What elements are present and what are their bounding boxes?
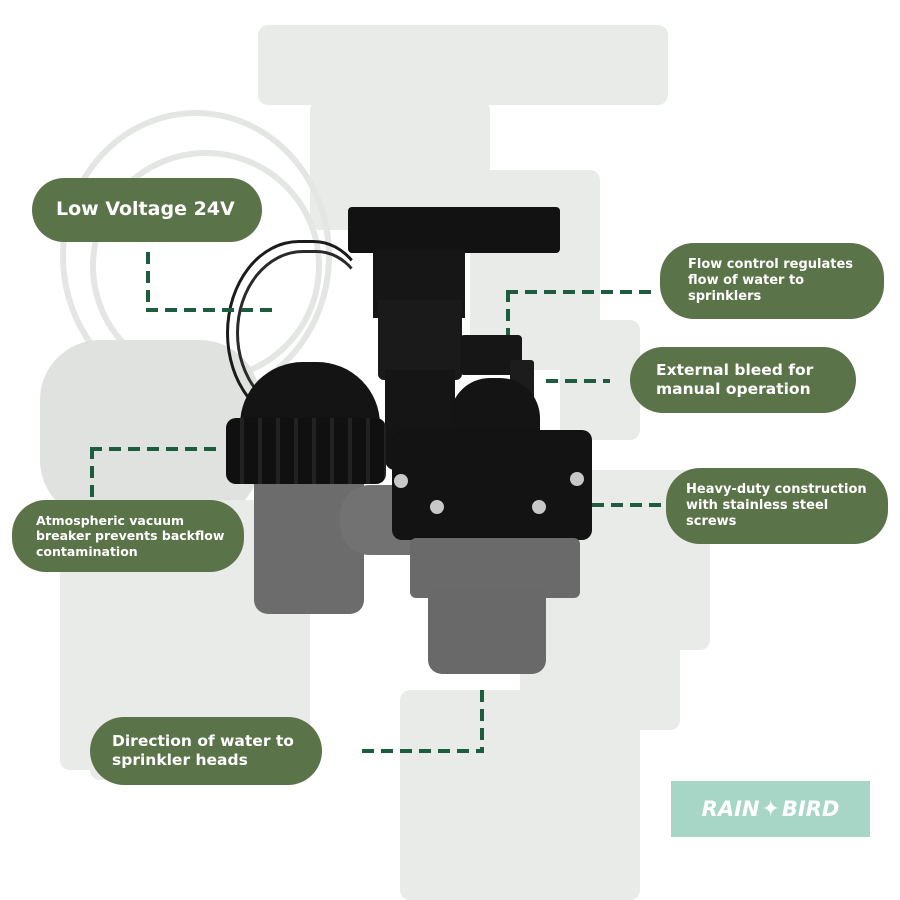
callout-flow-control-line1: Flow control regulates	[688, 256, 854, 272]
callout-heavy-duty: Heavy-duty construction with stainless s…	[666, 468, 888, 544]
callout-heavy-duty-line1: Heavy-duty construction	[686, 481, 867, 497]
callout-vacuum-breaker-line3: contamination	[36, 543, 138, 559]
callout-external-bleed-line2: manual operation	[656, 380, 811, 398]
bird-icon: ✦	[761, 796, 780, 822]
callout-low-voltage-text: Low Voltage 24V	[56, 198, 235, 221]
callout-external-bleed: External bleed for manual operation	[630, 347, 856, 413]
callout-external-bleed-line1: External bleed for	[656, 360, 814, 379]
callout-vacuum-breaker-line1: Atmospheric vacuum	[36, 512, 185, 528]
callout-direction: Direction of water to sprinkler heads	[90, 717, 322, 785]
callout-direction-line1: Direction of water to	[112, 731, 294, 750]
callout-vacuum-breaker: Atmospheric vacuum breaker prevents back…	[12, 500, 244, 572]
callout-flow-control-line2: flow of water to	[688, 272, 805, 288]
callout-flow-control: Flow control regulates flow of water to …	[660, 243, 884, 319]
callout-heavy-duty-line2: with stainless steel	[686, 497, 829, 513]
logo-text-right: BIRD	[781, 797, 840, 821]
callout-flow-control-line3: sprinklers	[688, 289, 762, 305]
logo-text-left: RAIN	[701, 797, 760, 821]
callout-direction-line2: sprinkler heads	[112, 751, 248, 769]
callout-vacuum-breaker-line2: breaker prevents backflow	[36, 528, 225, 544]
rain-bird-logo: RAIN ✦ BIRD	[671, 781, 870, 837]
callout-low-voltage: Low Voltage 24V	[32, 178, 262, 242]
callout-heavy-duty-line3: screws	[686, 514, 737, 530]
